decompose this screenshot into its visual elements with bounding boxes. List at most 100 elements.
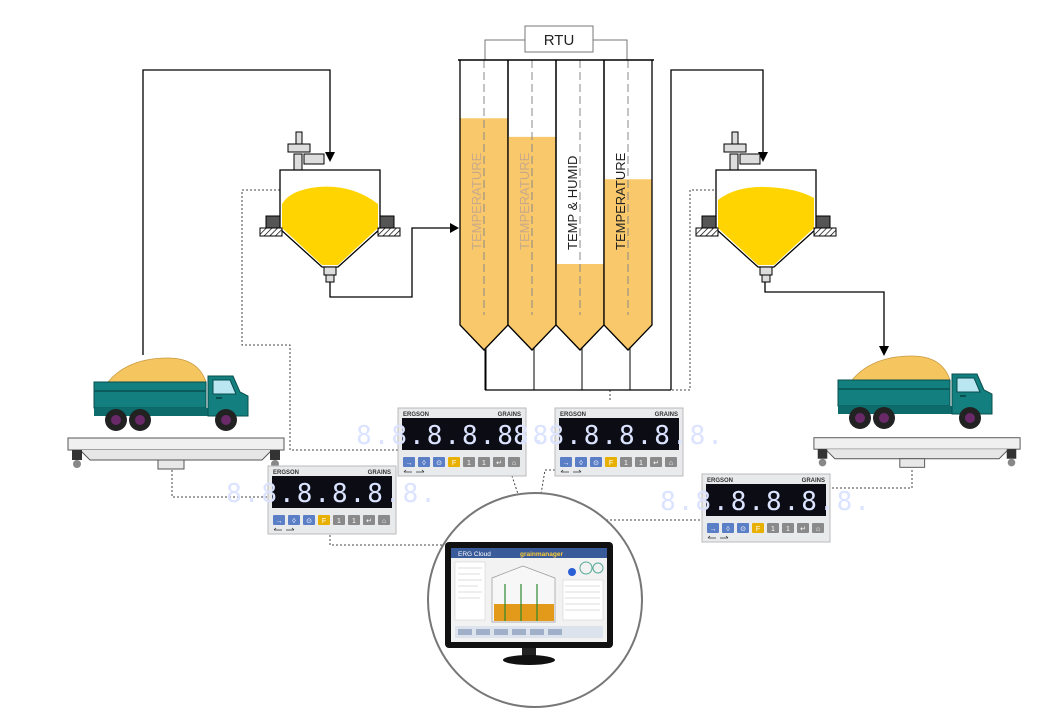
arrow-right-icon	[720, 535, 729, 539]
indicator-brand: ERGSON	[707, 478, 733, 484]
indicator-key[interactable]	[273, 515, 285, 525]
flow-lines	[142, 69, 885, 390]
indicator-key[interactable]	[590, 457, 602, 467]
arrow-left-icon	[560, 469, 569, 473]
indicator-key[interactable]	[665, 457, 677, 467]
indicator-key[interactable]	[478, 457, 490, 467]
load-cell-icon	[377, 215, 401, 237]
indicator-model: GRAINS	[498, 412, 521, 418]
indicator-key[interactable]	[433, 457, 445, 467]
indicator-display	[272, 476, 392, 508]
indicator-key[interactable]	[418, 457, 430, 467]
hopper-sensor-icon	[287, 131, 325, 171]
indicator-brand: ERGSON	[403, 412, 429, 418]
indicator-readout: 8.8.8.8.8.8.	[513, 421, 725, 451]
indicator-key-label: ◊	[422, 460, 426, 467]
indicator-display	[559, 418, 679, 450]
indicator-key-label: F	[452, 460, 456, 467]
indicator-key-label: ↵	[496, 460, 502, 467]
indicator-key[interactable]	[303, 515, 315, 525]
indicator-readout: 8.8.8.8.8.8.	[226, 479, 438, 509]
indicator-key-label: ⌂	[816, 526, 820, 533]
hopper-grain	[718, 186, 814, 265]
indicator-key[interactable]	[318, 515, 330, 525]
hopper-right	[695, 131, 837, 283]
truck-right	[837, 355, 993, 430]
rtu-wire-right	[593, 39, 628, 60]
indicator-key[interactable]	[635, 457, 647, 467]
indicator-readout: 8.8.8.8.8.8.	[356, 421, 568, 451]
arrow-icon	[450, 223, 459, 233]
indicator-key[interactable]	[363, 515, 375, 525]
indicator-key[interactable]	[605, 457, 617, 467]
arrow-right-icon	[416, 469, 425, 473]
silo-label: TEMPERATURE	[517, 152, 532, 250]
indicator-key[interactable]	[288, 515, 300, 525]
indicator-display	[706, 484, 826, 516]
arrow-left-icon	[273, 527, 282, 531]
indicator-key-label: 1	[482, 460, 486, 467]
indicator-key-label: ◊	[726, 526, 730, 533]
indicator-key-label: F	[756, 526, 760, 533]
indicator-key[interactable]	[767, 523, 779, 533]
indicator-group: ERGSON GRAINS 8.8.8.8.8.8. → ◊ ⊙ F 1 1 ↵ ⌂ ERGSON GR…	[226, 407, 872, 543]
indicator-key[interactable]	[797, 523, 809, 533]
indicator-model: GRAINS	[368, 470, 391, 476]
weighbridge-left	[67, 437, 285, 470]
silo-label: TEMP & HUMID	[565, 156, 580, 250]
rtu-box	[524, 25, 594, 53]
indicator-key[interactable]	[782, 523, 794, 533]
silo-label: TEMPERATURE	[613, 152, 628, 250]
indicator-key[interactable]	[403, 457, 415, 467]
indicator-key[interactable]	[448, 457, 460, 467]
silo: TEMPERATURE	[459, 60, 509, 390]
arrow-icon	[325, 152, 335, 162]
indicator-key-label: ⊙	[306, 518, 312, 525]
load-cell-icon	[695, 215, 719, 237]
indicator-key[interactable]	[620, 457, 632, 467]
indicator-brand: ERGSON	[560, 412, 586, 418]
indicator-key-label: ⊙	[593, 460, 599, 467]
rtu-label: RTU	[544, 32, 575, 49]
indicator-key[interactable]	[493, 457, 505, 467]
load-cell-icon	[259, 215, 283, 237]
silo-label: TEMPERATURE	[469, 152, 484, 250]
rtu-block: RTU	[484, 25, 628, 60]
indicator-display	[402, 418, 522, 450]
indicator-key[interactable]	[463, 457, 475, 467]
indicator-key-label: ⌂	[382, 518, 386, 525]
indicator-key-label: 1	[624, 460, 628, 467]
indicator-key-label: 1	[639, 460, 643, 467]
indicator-key[interactable]	[333, 515, 345, 525]
indicator-key[interactable]	[737, 523, 749, 533]
cable-left-hopper	[241, 189, 400, 451]
indicator-key[interactable]	[812, 523, 824, 533]
indicator-key[interactable]	[560, 457, 572, 467]
indicator-key[interactable]	[508, 457, 520, 467]
indicator-key[interactable]	[722, 523, 734, 533]
arrow-right-icon	[573, 469, 582, 473]
indicator-key[interactable]	[650, 457, 662, 467]
indicator-key-label: ◊	[579, 460, 583, 467]
monitor-app-brand: grainmanager	[520, 551, 563, 558]
indicator-key-label: ↵	[800, 526, 806, 533]
silo: TEMP & HUMID	[555, 60, 605, 390]
silo-group: TEMPERATURE TEMPERATURE TEMP & HUMID TEMPER…	[458, 59, 671, 391]
indicator-model: GRAINS	[802, 478, 825, 484]
arrow-left-icon	[707, 535, 716, 539]
indicator-key[interactable]	[348, 515, 360, 525]
indicator-key[interactable]	[378, 515, 390, 525]
indicator-key[interactable]	[707, 523, 719, 533]
truck-left	[93, 357, 249, 432]
indicator-key-label: ↵	[366, 518, 372, 525]
indicator-key-label: →	[406, 460, 413, 467]
indicator-key[interactable]	[752, 523, 764, 533]
indicator-key[interactable]	[575, 457, 587, 467]
indicator-key-label: ◊	[292, 518, 296, 525]
hopper-grain	[282, 186, 378, 265]
